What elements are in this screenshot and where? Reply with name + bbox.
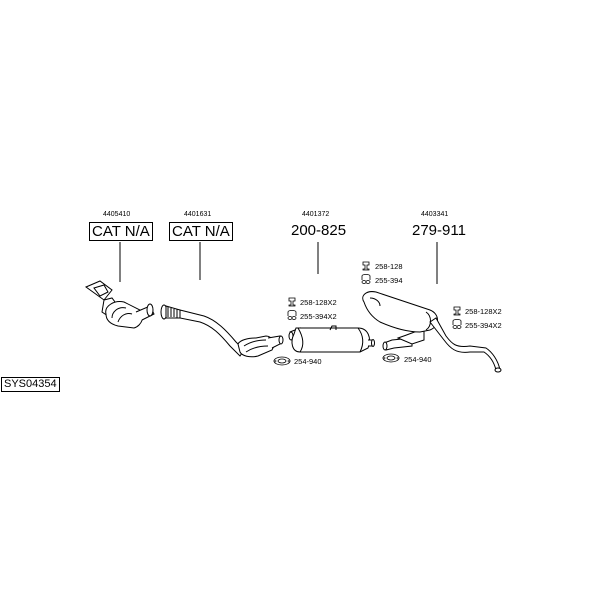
middle-silencer-title: 200-825 [291,222,347,239]
rear-silencer-part-number: 4403341 [421,211,449,218]
clamp-icon [452,319,462,329]
middle-gasket-code: 254-940 [294,357,322,366]
second-cat-title: CAT N/A [169,222,233,241]
rear-silencer-title: 279-911 [412,222,466,239]
rear-silencer-part [362,291,502,373]
clamp-icon [361,274,371,284]
second-cat-part-number: 4401631 [184,211,212,218]
rubber-hanger-icon [362,261,370,271]
rubber-hanger-icon [453,306,461,316]
middle-silencer-part [288,325,375,353]
rear-hanger-top-code: 258-128 [375,262,403,271]
front-cat-part-number: 4405410 [103,211,131,218]
rear-gasket-code: 254-940 [404,355,432,364]
second-cat-part [160,304,284,358]
rear-clamp-right-code: 255-394X2 [465,321,502,330]
rubber-hanger-icon [288,297,296,307]
middle-hanger-code: 258-128X2 [300,298,337,307]
front-cat-title: CAT N/A [89,222,153,241]
rear-clamp-top-code: 255-394 [375,276,403,285]
system-code: SYS04354 [1,377,60,392]
front-cat-part [84,280,155,329]
clamp-icon [287,310,297,320]
rear-hanger-right-code: 258-128X2 [465,307,502,316]
middle-clamp-code: 255-394X2 [300,312,337,321]
gasket-icon [382,353,400,363]
middle-silencer-part-number: 4401372 [302,211,330,218]
gasket-icon [273,356,291,366]
